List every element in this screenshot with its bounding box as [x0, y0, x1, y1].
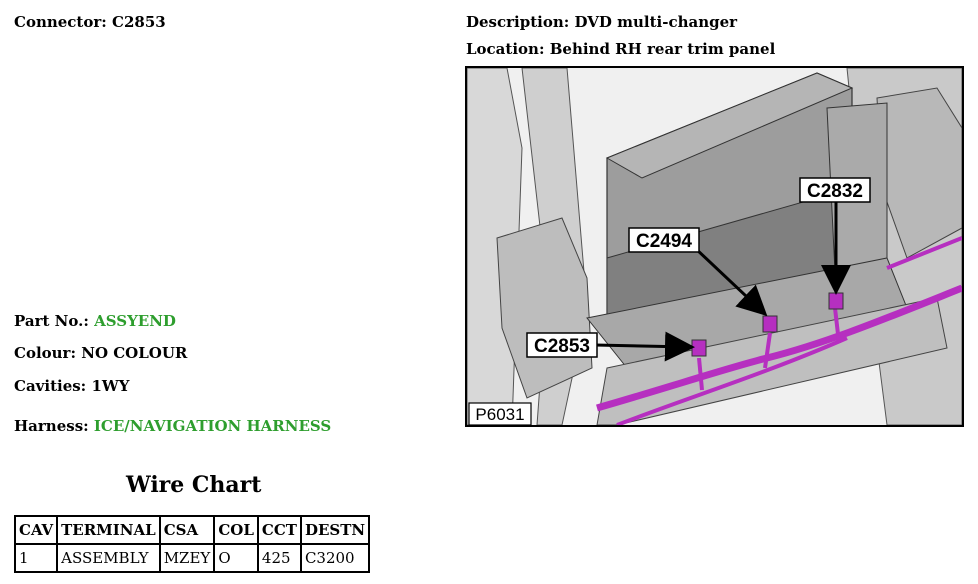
header-cav: CAV: [13, 515, 59, 545]
cell-col: O: [213, 543, 259, 573]
part-no-value: ASSYEND: [94, 312, 176, 330]
colour-label: Colour:: [14, 344, 76, 362]
cavities-label: Cavities:: [14, 377, 87, 395]
cavities-line: Cavities: 1WY: [14, 377, 129, 395]
colour-line: Colour: NO COLOUR: [14, 344, 187, 362]
location-label: Location:: [466, 40, 545, 58]
description-line: Description: DVD multi-changer: [466, 13, 737, 31]
figure-id-label: P6031: [468, 402, 532, 425]
header-cct: CCT: [256, 515, 302, 545]
connector-line: Connector: C2853: [14, 13, 166, 31]
header-col: COL: [213, 515, 259, 545]
cell-csa: MZEY: [158, 543, 216, 573]
svg-text:C2494: C2494: [636, 231, 692, 252]
header-csa: CSA: [158, 515, 216, 545]
header-destn: DESTN: [299, 515, 371, 545]
colour-value: NO COLOUR: [81, 344, 188, 362]
cell-cav: 1: [13, 543, 59, 573]
cell-cct: 425: [256, 543, 302, 573]
cell-terminal: ASSEMBLY: [56, 543, 161, 573]
svg-text:C2832: C2832: [807, 181, 863, 202]
table-row: 1 ASSEMBLY MZEY O 425 C3200: [13, 543, 371, 573]
description-value: DVD multi-changer: [574, 13, 738, 31]
svg-text:C2853: C2853: [534, 336, 590, 357]
location-value: Behind RH rear trim panel: [549, 40, 776, 58]
connector-c2853-shape: [691, 339, 707, 357]
connector-c2832-shape: [828, 292, 844, 310]
svg-text:P6031: P6031: [475, 405, 524, 424]
location-figure: C2832 C2494 C2853 P6031: [465, 66, 964, 427]
figure-illustration: C2832 C2494 C2853 P6031: [467, 68, 962, 425]
wire-chart-title: Wire Chart: [126, 472, 262, 498]
description-label: Description:: [466, 13, 570, 31]
connector-c2494-shape: [762, 315, 778, 333]
location-line: Location: Behind RH rear trim panel: [466, 40, 775, 58]
connector-value: C2853: [112, 13, 166, 31]
wire-chart-table: CAV TERMINAL CSA COL CCT DESTN 1 ASSEMBL…: [13, 515, 371, 573]
harness-value: ICE/NAVIGATION HARNESS: [93, 417, 332, 435]
harness-line: Harness: ICE/NAVIGATION HARNESS: [14, 417, 331, 435]
connector-label: Connector:: [14, 13, 107, 31]
header-terminal: TERMINAL: [56, 515, 161, 545]
callout-c2832: C2832: [799, 177, 871, 203]
callout-c2494: C2494: [628, 227, 700, 253]
cavities-value: 1WY: [91, 377, 130, 395]
harness-label: Harness:: [14, 417, 89, 435]
callout-c2853: C2853: [526, 332, 598, 358]
wire-chart-header-row: CAV TERMINAL CSA COL CCT DESTN: [13, 515, 371, 545]
cell-destn: C3200: [299, 543, 371, 573]
part-no-label: Part No.:: [14, 312, 89, 330]
part-no-line: Part No.: ASSYEND: [14, 312, 176, 330]
